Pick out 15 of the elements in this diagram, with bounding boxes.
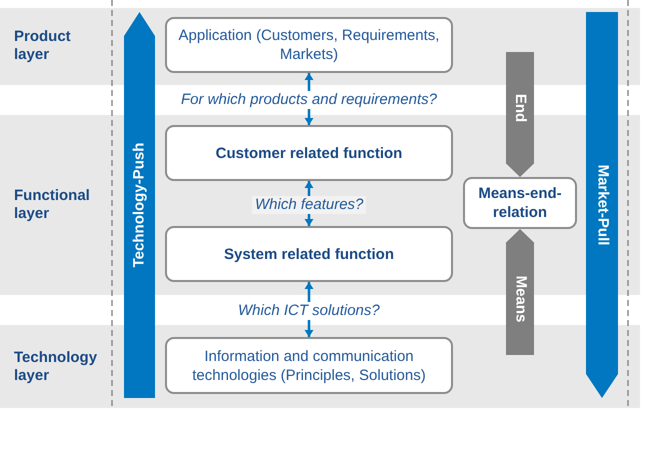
block-arrow: [506, 229, 534, 355]
relation-box: Means-end-relation: [463, 177, 577, 229]
process-box: System related function: [165, 226, 453, 282]
edge-label: Means: [510, 276, 529, 322]
arrow-label: Market-Pull: [592, 164, 611, 246]
process-box: Application (Customers, Requirements, Markets): [165, 17, 453, 73]
layer-label: Functional layer: [14, 187, 91, 223]
layer-label: Product layer: [14, 28, 72, 64]
edge-label: End: [511, 93, 530, 122]
layer-label: Technology layer: [14, 349, 98, 385]
block-arrow: [506, 52, 534, 177]
process-box: Information and communication technologies (Principles, Solutions): [165, 337, 453, 394]
process-box: Customer related function: [165, 125, 453, 181]
edge-label: Which features?: [252, 196, 366, 214]
arrow-label: Technology-Push: [130, 142, 148, 268]
